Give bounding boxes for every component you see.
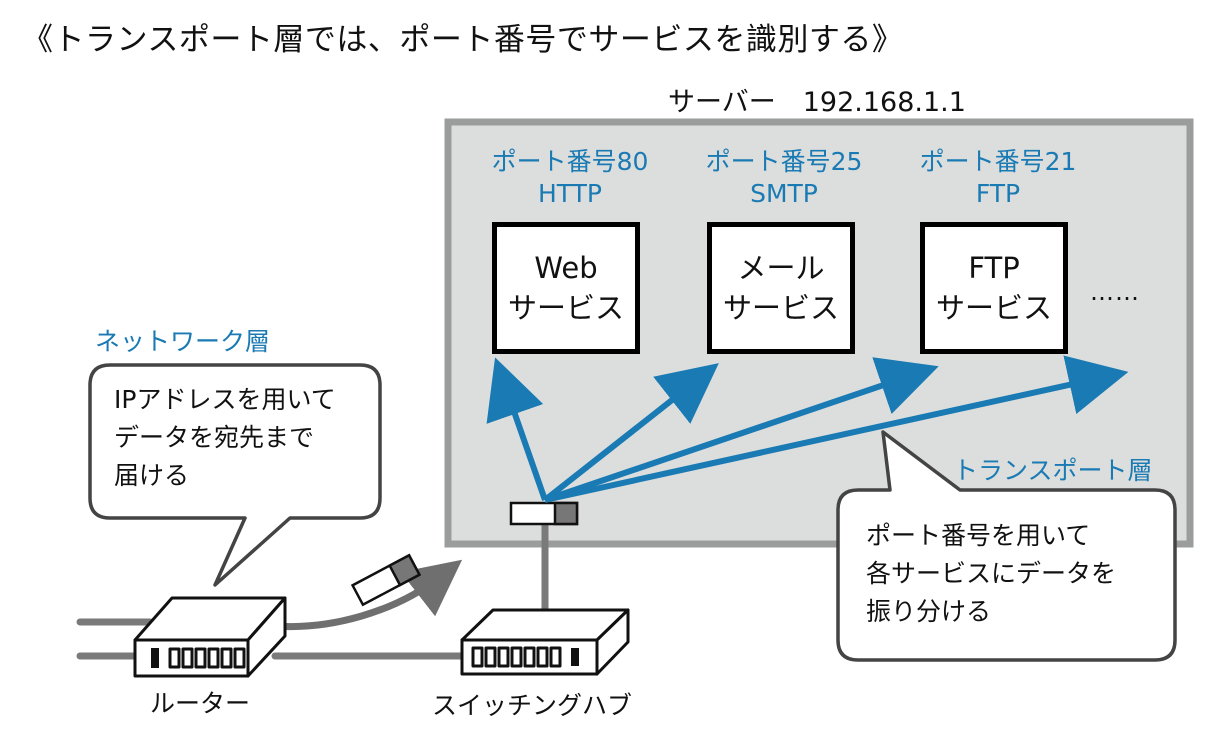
service-suffix: サービス <box>722 291 839 325</box>
server-label: サーバー 192.168.1.1 <box>668 87 966 118</box>
network-layer-label: ネットワーク層 <box>95 327 271 356</box>
service-ftp-port: ポート番号21 FTP <box>898 146 1098 210</box>
bubble-line: データを宛先まで <box>114 423 315 452</box>
service-mail-port: ポート番号25 SMTP <box>684 146 884 210</box>
switching-hub-label: スイッチングハブ <box>432 691 633 720</box>
protocol-label: SMTP <box>750 179 818 208</box>
transport-layer-label: トランスポート層 <box>953 456 1153 485</box>
arrow-to-ftp <box>544 357 939 503</box>
router-icon <box>133 596 287 678</box>
protocol-label: HTTP <box>538 179 602 208</box>
transport-layer-bubble <box>836 430 1177 662</box>
bubble-line: ポート番号を用いて <box>866 521 1091 550</box>
bubble-line: 届ける <box>114 461 190 490</box>
port-number-label: ポート番号80 <box>491 147 649 176</box>
service-name: FTP <box>968 251 1020 285</box>
transport-layer-description: ポート番号を用いて 各サービスにデータを 振り分ける <box>866 517 1116 631</box>
service-suffix: サービス <box>935 291 1052 325</box>
arrow-to-others <box>544 355 1129 503</box>
service-name: メール <box>737 251 825 285</box>
dispatch-arrows <box>486 355 1129 503</box>
packet-icon <box>350 553 422 607</box>
bubble-line: IPアドレスを用いて <box>114 385 336 414</box>
ftp-service-box: FTP サービス <box>920 222 1068 354</box>
web-service-box: Web サービス <box>492 222 640 354</box>
more-services-ellipsis: …… <box>1090 278 1140 306</box>
service-suffix: サービス <box>507 291 624 325</box>
protocol-label: FTP <box>975 179 1021 208</box>
network-layer-bubble <box>88 363 382 587</box>
mail-service-box: メール サービス <box>707 222 855 354</box>
arrow-to-web <box>486 357 548 501</box>
packet-path-arrow <box>274 559 463 631</box>
network-layer-description: IPアドレスを用いて データを宛先まで 届ける <box>114 381 336 495</box>
diagram-title: 《トランスポート層では、ポート番号でサービスを識別する》 <box>22 22 904 58</box>
server-packet-icon <box>509 501 579 526</box>
router-label: ルーター <box>150 689 251 718</box>
service-name: Web <box>534 251 598 285</box>
bubble-line: 振り分ける <box>866 597 992 626</box>
switching-hub-icon <box>460 608 630 676</box>
arrow-to-mail <box>543 363 719 503</box>
service-web-port: ポート番号80 HTTP <box>470 146 670 210</box>
bubble-line: 各サービスにデータを <box>866 559 1117 588</box>
port-number-label: ポート番号21 <box>919 147 1077 176</box>
port-number-label: ポート番号25 <box>705 147 863 176</box>
